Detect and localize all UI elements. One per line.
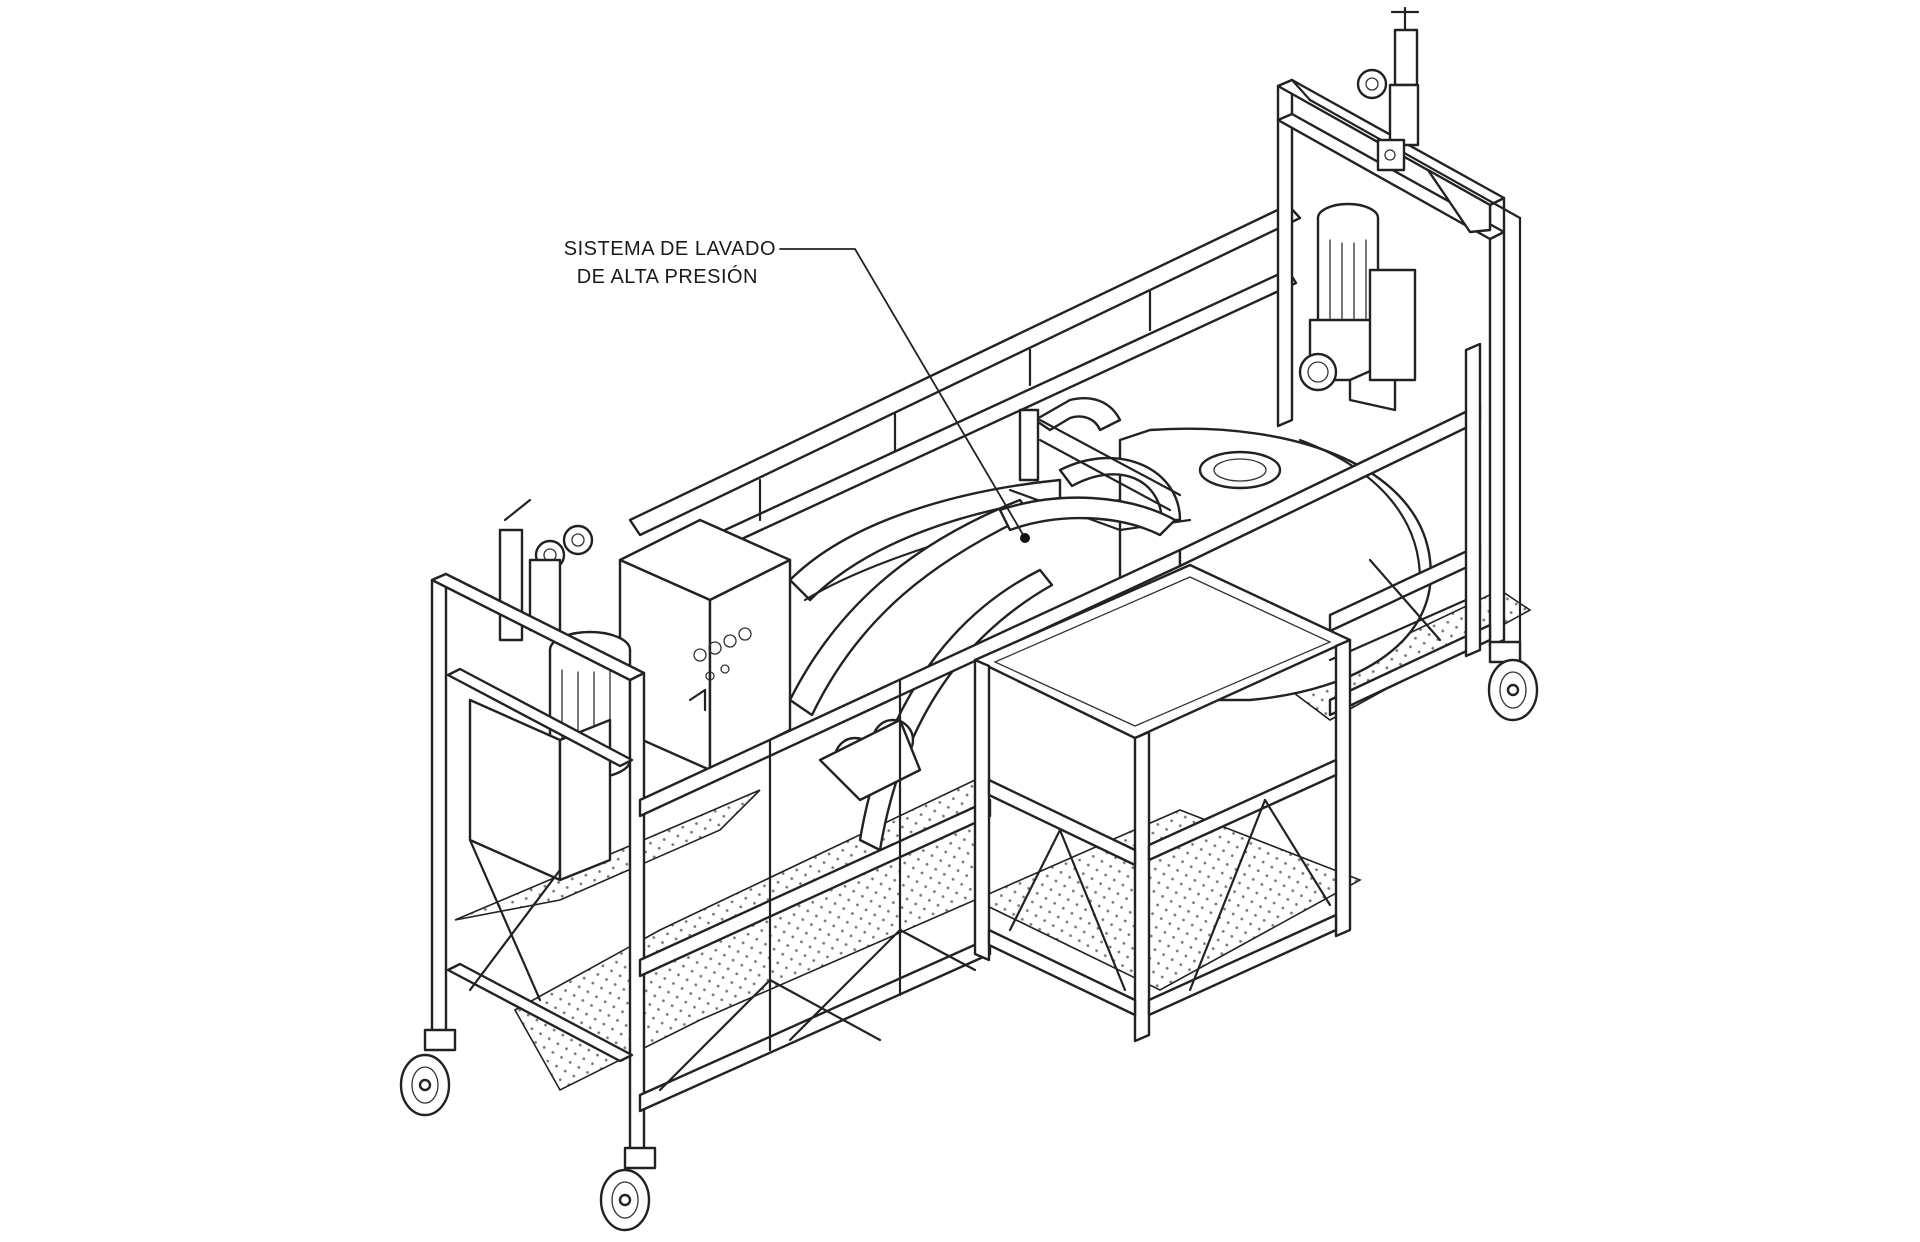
back-railing (628, 203, 1302, 575)
control-box (618, 518, 792, 772)
right-hoist-motor (1298, 202, 1417, 412)
callout-leader (779, 248, 1030, 543)
callout-label-line2: DE ALTA PRESIÓN (576, 266, 758, 288)
curved-hose-assembly (788, 397, 1192, 852)
caster-wheel-front-mid (599, 1146, 657, 1232)
caster-wheel-front-left (399, 1028, 457, 1117)
callout-label-line1: SISTEMA DE LAVADO (563, 238, 776, 260)
right-rope-clamp (1356, 6, 1420, 172)
caster-wheel-back-right (1487, 640, 1539, 722)
left-hoist-motor (468, 630, 632, 882)
front-right-rails (1178, 342, 1492, 717)
front-cage (973, 563, 1352, 1043)
